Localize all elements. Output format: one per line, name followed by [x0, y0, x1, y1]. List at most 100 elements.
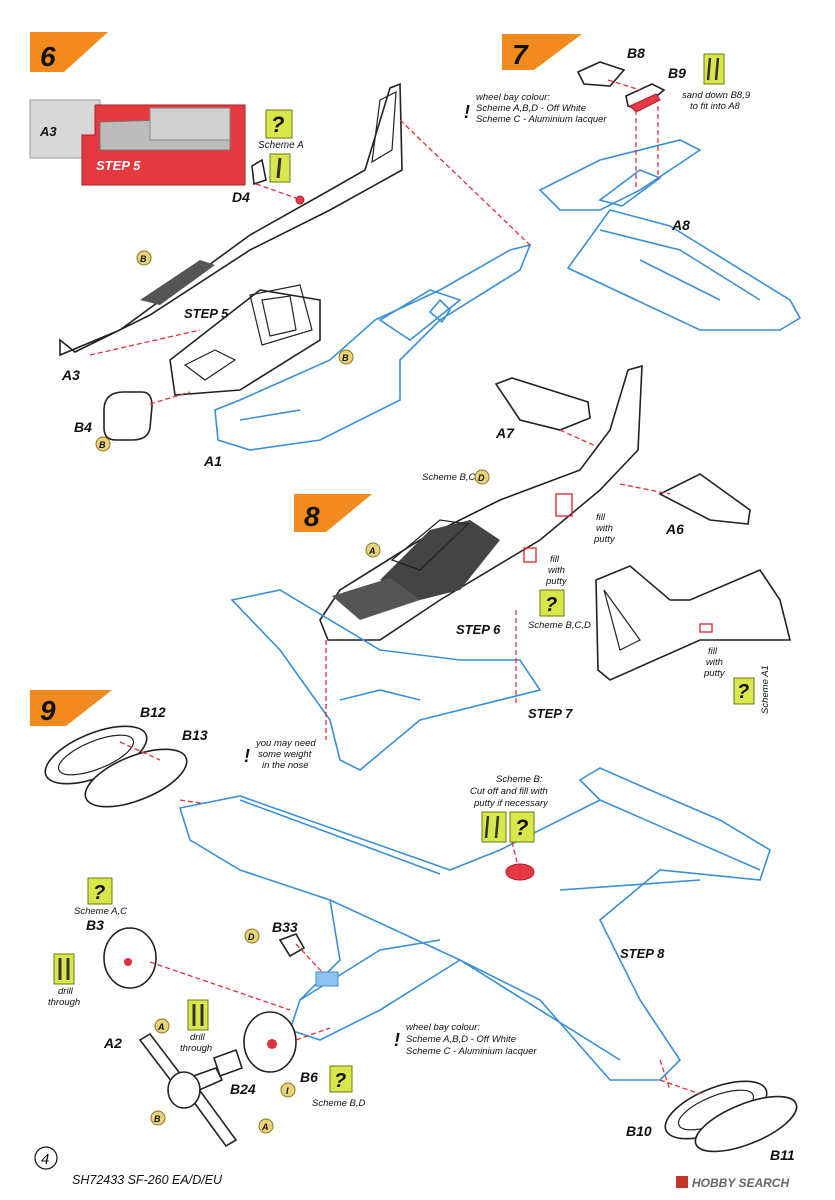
svg-text:B: B — [140, 254, 147, 264]
part-label-a8: A8 — [671, 217, 690, 233]
svg-text:through: through — [48, 997, 80, 1008]
step6-label: STEP 6 — [456, 622, 501, 637]
svg-text:?: ? — [545, 594, 557, 616]
svg-text:?: ? — [93, 882, 105, 904]
wheel-bay-note-2: ! wheel bay colour: Scheme A,B,D - Off W… — [394, 1022, 537, 1057]
sand-note-2: to fit into A8 — [690, 101, 741, 112]
svg-text:!: ! — [244, 746, 250, 766]
step-6-section: 6 A3 STEP 5 ? Scheme A D4 — [29, 32, 532, 469]
step-7-number: 7 — [512, 39, 529, 70]
step-8-section: 8 A7 STEP 6 A Scheme B,C D fill with put… — [230, 364, 792, 771]
scheme-bc-note: Scheme B,C D — [422, 469, 490, 485]
svg-text:B: B — [99, 440, 106, 450]
svg-text:A: A — [261, 1122, 269, 1132]
callout-a-2: A — [154, 1018, 170, 1034]
step-6-badge — [30, 32, 108, 72]
part-label-b33: B33 — [272, 919, 298, 935]
step7-label: STEP 7 — [528, 706, 573, 721]
sand-note-1: sand down B8,9 — [682, 90, 751, 101]
svg-text:putty: putty — [545, 576, 568, 587]
svg-text:putty: putty — [703, 668, 726, 679]
scheme-a-note: Scheme A — [258, 140, 304, 151]
part-label-a3-top: A3 — [39, 124, 57, 139]
scheme-bd-note: Scheme B,D — [312, 1098, 365, 1109]
callout-b-3: B — [95, 436, 111, 452]
svg-text:through: through — [180, 1043, 212, 1054]
scheme-ac-note: Scheme A,C — [74, 906, 127, 917]
scheme-b-cutoff-note: Scheme B: Cut off and fill with putty if… — [470, 774, 549, 867]
part-a7 — [494, 377, 591, 431]
part-b3 — [103, 927, 157, 989]
fill-putty-note-1: fill with putty — [593, 512, 616, 545]
weight-note: ! you may need some weight in the nose — [244, 738, 316, 771]
callout-b-4: B — [150, 1110, 166, 1126]
svg-text:Scheme A,B,D - Off White: Scheme A,B,D - Off White — [476, 103, 586, 114]
svg-text:I: I — [286, 1086, 289, 1096]
part-a6 — [658, 473, 751, 525]
fuselage-a1 — [214, 243, 532, 451]
svg-text:drill: drill — [190, 1032, 206, 1043]
aircraft-planform: STEP 8 — [178, 767, 771, 1081]
step-8-badge — [294, 494, 372, 532]
part-label-b24: B24 — [230, 1081, 256, 1097]
wheel-bay-note-1: ! wheel bay colour: Scheme A,B,D - Off W… — [464, 92, 607, 125]
svg-text:B: B — [342, 353, 349, 363]
svg-text:fill: fill — [596, 512, 606, 523]
watermark: HOBBY SEARCH — [692, 1176, 789, 1190]
kit-title: SH72433 SF-260 EA/D/EU — [72, 1173, 223, 1187]
wing-a8: A8 — [566, 209, 802, 331]
svg-text:with: with — [596, 523, 613, 534]
drill-marker-1: drill through — [48, 953, 80, 1008]
footer: 4 SH72433 SF-260 EA/D/EU HOBBY SEARCH — [34, 1146, 789, 1190]
svg-text:Scheme C - Aluminium lacquer: Scheme C - Aluminium lacquer — [406, 1046, 537, 1057]
scheme-a1-note: Scheme A1 — [760, 665, 771, 714]
step5-inset: A3 STEP 5 — [29, 99, 246, 186]
part-label-a3: A3 — [61, 367, 80, 383]
part-b4 — [103, 391, 153, 441]
step5-label: STEP 5 — [184, 306, 229, 321]
step-9-number: 9 — [40, 695, 56, 726]
part-label-a6: A6 — [665, 521, 684, 537]
sand-marker — [703, 53, 725, 85]
part-label-b10: B10 — [626, 1123, 652, 1139]
svg-text:putty if necessary: putty if necessary — [473, 798, 549, 809]
part-b13 — [84, 748, 188, 808]
scheme-bcd-marker: ? Scheme B,C,D — [528, 589, 591, 631]
step-9-section: 9 B12 B13 STEP 8 Scheme B: Cut off and f… — [30, 690, 798, 1163]
scheme-bcd-note: Scheme B,C,D — [528, 620, 591, 631]
part-label-b6: B6 — [300, 1069, 318, 1085]
svg-text:Scheme C - Aluminium lacquer: Scheme C - Aluminium lacquer — [476, 114, 607, 125]
svg-text:D: D — [248, 932, 255, 942]
part-label-a2: A2 — [103, 1035, 122, 1051]
svg-text:!: ! — [464, 102, 470, 122]
svg-text:with: with — [548, 565, 565, 576]
svg-text:A: A — [368, 546, 376, 556]
wing-assembly-step7: STEP 7 — [230, 589, 573, 771]
step-7-badge — [502, 34, 582, 70]
svg-text:some weight: some weight — [258, 749, 312, 760]
part-label-b4: B4 — [74, 419, 92, 435]
tail-detail-a1: fill with putty ? Scheme A1 — [595, 565, 792, 714]
svg-text:?: ? — [334, 1070, 346, 1092]
part-b11 — [694, 1095, 798, 1153]
fuselage-a3 — [59, 82, 403, 357]
part-label-d4: D4 — [232, 189, 250, 205]
svg-text:D: D — [478, 473, 485, 483]
step-9-badge — [30, 690, 112, 726]
svg-text:Scheme A,B,D - Off White: Scheme A,B,D - Off White — [406, 1034, 516, 1045]
svg-text:?: ? — [271, 112, 284, 137]
part-label-b3: B3 — [86, 917, 104, 933]
step-7-section: 7 B8 B9 sand down B8,9 to fit into A8 ! … — [464, 34, 802, 331]
svg-text:Scheme B:: Scheme B: — [496, 774, 543, 785]
svg-text:A: A — [157, 1022, 165, 1032]
svg-text:Scheme B,C: Scheme B,C — [422, 472, 475, 483]
fuselage-assembled: STEP 6 — [319, 364, 643, 641]
scheme-a-marker: ? Scheme A — [258, 109, 304, 183]
part-b24 — [212, 1048, 244, 1078]
callout-a-3: A — [258, 1118, 274, 1134]
part-label-a1: A1 — [203, 453, 222, 469]
part-b33 — [278, 933, 306, 958]
callout-b-1: B — [136, 250, 152, 266]
drill-marker-2: drill through — [180, 999, 212, 1054]
